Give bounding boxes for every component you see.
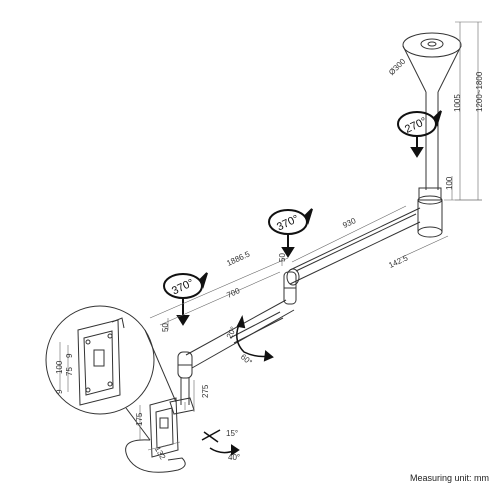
head-tilt-angle-label: 15° <box>226 429 238 438</box>
lower-joint-rotation-label: 370° <box>170 277 196 297</box>
vesa-100-label: 100 <box>55 360 64 374</box>
head-swivel-angle-label: 40° <box>228 453 240 462</box>
rotation-indicators <box>163 110 442 456</box>
vertical-pole <box>417 92 443 238</box>
lower-arm-length-label: 700 <box>225 286 241 300</box>
head-drop-label: 275 <box>201 384 210 398</box>
vesa-75-label: 75 <box>65 367 74 376</box>
upper-joint-rotation-label: 370° <box>275 213 301 233</box>
lower-joint-rotation-icon <box>163 272 208 326</box>
upper-arm-length-label: 930 <box>341 216 357 230</box>
lower-arm <box>185 299 295 369</box>
total-height-label: 1200~1800 <box>475 71 484 112</box>
pole-length-label: 1005 <box>453 94 462 112</box>
measuring-unit-note: Measuring unit: mm <box>410 473 490 483</box>
pole-offset-label: 100 <box>445 176 454 190</box>
cable-handle <box>125 439 186 473</box>
arm-tilt-arc-icon <box>236 315 274 362</box>
pole-bracket-label: 142.5 <box>387 253 409 270</box>
ceiling-plate <box>402 32 462 93</box>
mount-rotation-icon <box>397 110 442 158</box>
lower-joint-offset-label: 50 <box>161 323 170 332</box>
upper-joint-offset-label: 50 <box>278 253 287 262</box>
middle-joint <box>283 271 297 305</box>
plate-height-label: 175 <box>135 412 144 426</box>
vesa-a-label: 9 <box>55 389 64 394</box>
plate-diameter-label: Ø300 <box>387 56 408 77</box>
total-reach-label: 1886.5 <box>225 249 251 268</box>
vesa-b-label: 9 <box>65 353 74 358</box>
head-joint <box>169 351 195 415</box>
mount-rotation-label: 270° <box>403 115 429 135</box>
upper-joint-rotation-icon <box>268 208 313 258</box>
detail-view <box>45 305 177 441</box>
upper-arm <box>286 207 421 286</box>
plate-width-label: 132 <box>153 445 168 462</box>
dimension-lines <box>59 21 482 451</box>
head-tilt-arrows-icon <box>201 429 240 456</box>
